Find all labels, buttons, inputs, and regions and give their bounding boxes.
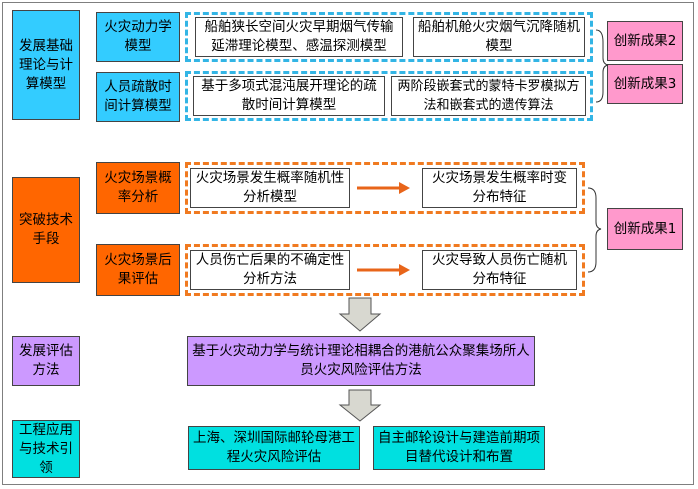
category-application-label: 工程应用与技术引领 (19, 421, 73, 476)
outcome-badge-text: 创新成果1 (613, 220, 677, 237)
category-evaluation: 发展评估方法 (12, 336, 80, 386)
theory-item: 船舶狭长空间火灾早期烟气传输延滞理论模型、感温探测模型 (195, 17, 403, 57)
theory-item: 船舶机舱火灾烟气沉降随机模型 (413, 17, 585, 57)
down-arrow-icon (338, 389, 382, 422)
diagram-frame (2, 2, 694, 485)
theory-row-label-text: 人员疏散时间计算模型 (104, 79, 172, 114)
theory-item-text: 船舶机舱火灾烟气沉降随机模型 (418, 19, 580, 54)
application-box: 上海、深圳国际邮轮母港工程火灾风险评估 (188, 426, 360, 470)
theory-item-text: 两阶段嵌套式的蒙特卡罗模拟方法和嵌套式的遗传算法 (397, 79, 580, 113)
theory-row-label: 人员疏散时间计算模型 (96, 72, 180, 122)
breakthrough-row-label-text: 火灾场景后果评估 (104, 252, 172, 287)
breakthrough-row-label: 火灾场景后果评估 (96, 244, 180, 296)
theory-row-group (185, 12, 593, 62)
category-evaluation-label: 发展评估方法 (19, 343, 73, 378)
analysis-result-box: 火灾导致人员伤亡随机分布特征 (422, 250, 577, 290)
evaluation-method-box: 基于火灾动力学与统计理论相耦合的港航公众聚集场所人员火灾风险评估方法 (187, 336, 535, 386)
theory-row-group (185, 71, 593, 121)
theory-item: 基于多项式混沌展开理论的疏散时间计算模型 (193, 76, 385, 116)
application-text: 自主邮轮设计与建造前期项目替代设计和布置 (378, 430, 540, 465)
category-breakthrough-label: 突破技术手段 (19, 212, 73, 247)
analysis-method-text: 火灾场景发生概率随机性分析模型 (195, 170, 345, 205)
application-box: 自主邮轮设计与建造前期项目替代设计和布置 (373, 426, 545, 470)
theory-item-text: 基于多项式混沌展开理论的疏散时间计算模型 (201, 78, 377, 113)
outcome-badge: 创新成果1 (607, 208, 683, 250)
category-theory-label: 发展基础理论与计算模型 (19, 37, 73, 92)
analysis-result-text: 火灾导致人员伤亡随机分布特征 (432, 252, 567, 287)
brace-icon (587, 187, 602, 273)
theory-item: 两阶段嵌套式的蒙特卡罗模拟方法和嵌套式的遗传算法 (391, 76, 586, 116)
theory-item-text: 船舶狭长空间火灾早期烟气传输延滞理论模型、感温探测模型 (204, 19, 394, 54)
breakthrough-row-group (185, 244, 585, 296)
outcome-badge: 创新成果2 (607, 21, 683, 61)
theory-row-label: 火灾动力学模型 (96, 12, 180, 62)
right-arrow-icon (357, 264, 410, 276)
analysis-method-text: 人员伤亡后果的不确定性分析方法 (195, 252, 345, 287)
outcome-badge-text: 创新成果2 (613, 32, 677, 49)
brace-icon (595, 29, 609, 103)
analysis-result-text: 火灾场景发生概率时变分布特征 (432, 170, 567, 205)
outcome-badge-text: 创新成果3 (613, 75, 677, 92)
application-text: 上海、深圳国际邮轮母港工程火灾风险评估 (193, 430, 355, 465)
theory-row-label-text: 火灾动力学模型 (104, 19, 172, 54)
right-arrow-icon (357, 182, 410, 194)
category-breakthrough: 突破技术手段 (12, 177, 80, 283)
breakthrough-row-group (185, 162, 585, 214)
category-application: 工程应用与技术引领 (12, 420, 80, 478)
outcome-badge: 创新成果3 (607, 64, 683, 104)
evaluation-method-text: 基于火灾动力学与统计理论相耦合的港航公众聚集场所人员火灾风险评估方法 (192, 343, 530, 378)
breakthrough-row-label: 火灾场景概率分析 (96, 162, 180, 214)
analysis-result-box: 火灾场景发生概率时变分布特征 (422, 168, 577, 208)
down-arrow-icon (338, 297, 382, 332)
category-theory: 发展基础理论与计算模型 (12, 10, 80, 120)
breakthrough-row-label-text: 火灾场景概率分析 (104, 170, 172, 205)
analysis-method-box: 人员伤亡后果的不确定性分析方法 (190, 250, 350, 290)
analysis-method-box: 火灾场景发生概率随机性分析模型 (190, 168, 350, 208)
